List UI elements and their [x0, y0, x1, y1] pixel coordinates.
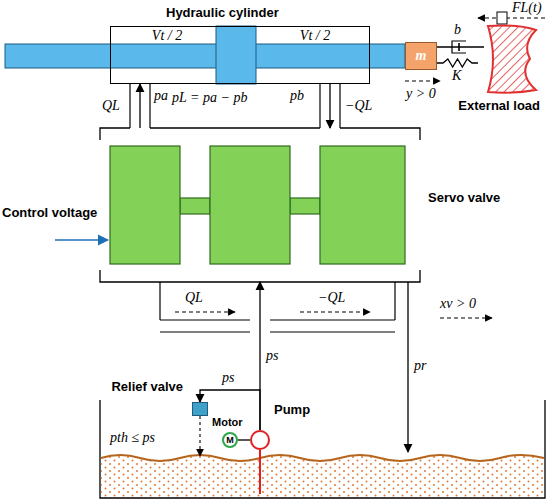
- tank: [100, 400, 545, 498]
- valve-spools: [110, 146, 405, 264]
- load-outline: [478, 24, 540, 94]
- load-body: [488, 26, 536, 93]
- external-load: External load: [478, 24, 540, 94]
- cylinder-chamber: Vt / 2: [259, 28, 371, 45]
- variable-label: QL: [185, 290, 203, 305]
- variable-label: −QL: [318, 290, 345, 305]
- hydraulic-line: [329, 84, 330, 128]
- control-arrow: [55, 239, 108, 241]
- variable-label: pL = pa − pb: [172, 90, 247, 105]
- signal-name: Control voltage: [2, 206, 97, 220]
- return-line: [407, 282, 408, 452]
- cylinder-chamber: Vt / 2: [113, 28, 221, 45]
- variable-label: pr: [414, 358, 426, 373]
- cylinder-housing: Hydraulic cylinderVt / 2Vt / 2: [110, 26, 370, 84]
- mass-block: m: [405, 42, 437, 70]
- valve-gallery: [160, 282, 395, 332]
- part-name: Motor: [212, 416, 243, 428]
- servo-valve: Servo valve: [100, 128, 420, 282]
- piston: [216, 26, 256, 84]
- flow-arrows: [175, 18, 545, 318]
- variable-label: FL(t): [512, 0, 542, 15]
- node-text: M: [224, 434, 236, 446]
- pump-inlet: [259, 450, 261, 494]
- oil: [101, 455, 544, 497]
- variable-label: K: [452, 68, 461, 83]
- hydraulic-line: [238, 439, 250, 440]
- pump-symbol: Pump: [250, 430, 270, 450]
- hydraulic-line: [200, 390, 260, 430]
- force-marker: [497, 12, 507, 24]
- node-text: Vt / 2: [259, 28, 371, 44]
- variable-label: QL: [102, 98, 120, 113]
- variable-label: y > 0: [406, 86, 436, 101]
- oil-surface: [101, 455, 544, 461]
- variable-label: xv > 0: [440, 296, 476, 311]
- variable-label: pth ≤ ps: [110, 430, 155, 445]
- motor-symbol: MotorM: [222, 432, 238, 448]
- part-name: Relief valve: [111, 379, 183, 394]
- variable-label: pa: [154, 88, 168, 103]
- variable-label: −QL: [345, 98, 372, 113]
- variable-label: ps: [222, 370, 234, 385]
- node-text: Vt / 2: [113, 28, 221, 44]
- relief-drain: [199, 416, 200, 456]
- cylinder-ports: [130, 84, 340, 128]
- hydraulic-line: [139, 84, 140, 128]
- part-name: External load: [458, 98, 540, 113]
- variable-label: b: [454, 22, 461, 37]
- part-name: Hydraulic cylinder: [166, 5, 279, 20]
- node-text: m: [406, 43, 436, 69]
- spring-connector: [437, 59, 478, 67]
- part-name: Pump: [274, 402, 310, 417]
- variable-label: pb: [290, 88, 304, 103]
- damper-connector: [437, 46, 484, 47]
- relief-valve: Relief valve: [192, 402, 208, 416]
- piston-rod: [5, 44, 405, 68]
- valve-housing: [100, 128, 420, 282]
- variable-label: ps: [266, 348, 278, 363]
- part-name: Servo valve: [428, 190, 500, 205]
